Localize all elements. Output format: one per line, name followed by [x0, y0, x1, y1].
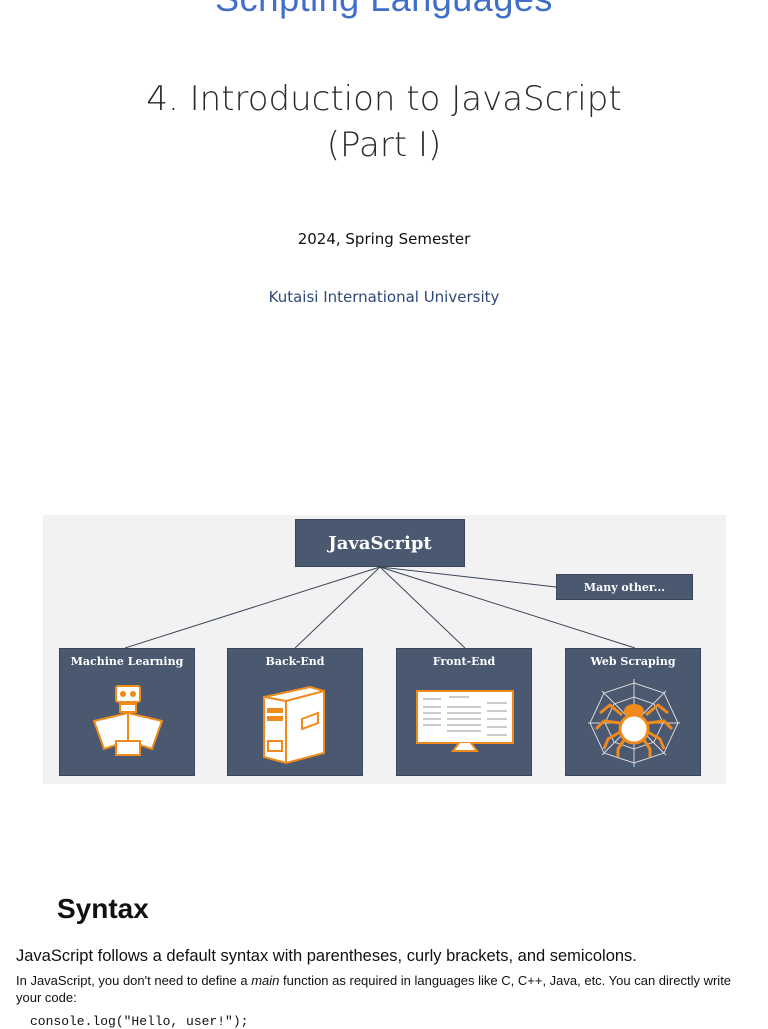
machine-learning-box: Machine Learning	[59, 648, 195, 776]
many-other-box: Many other...	[556, 574, 693, 600]
back-end-label: Back-End	[265, 655, 325, 668]
web-scraping-label: Web Scraping	[590, 655, 676, 668]
syntax-body-text-2: function as required in languages like C…	[16, 973, 732, 1005]
semester: 2024, Spring Semester	[297, 230, 471, 248]
syntax-body-text-1: In JavaScript, you don't need to define …	[16, 973, 252, 988]
connector-web-scraping	[379, 566, 636, 649]
web-scraping-box: Web Scraping	[565, 648, 701, 776]
robot-reading-icon	[92, 685, 164, 756]
back-end-box: Back-End	[227, 648, 363, 776]
front-end-label: Front-End	[432, 655, 496, 668]
machine-learning-label: Machine Learning	[70, 655, 184, 668]
syntax-heading: Syntax	[57, 893, 149, 924]
syntax-body-paragraph: In JavaScript, you don't need to define …	[16, 972, 756, 1006]
code-example: console.log("Hello, user!");	[30, 1014, 249, 1029]
lecture-title: 4. Introduction to JavaScript (Part I)	[0, 76, 768, 168]
syntax-lead-paragraph: JavaScript follows a default syntax with…	[16, 947, 637, 965]
lecture-title-line-1: 4. Introduction to JavaScript	[146, 79, 622, 119]
javascript-root-box: JavaScript	[295, 519, 465, 567]
connector-machine-learning	[124, 566, 381, 649]
front-end-box: Front-End	[396, 648, 532, 776]
spider-web-icon	[588, 679, 680, 767]
connector-back-end	[294, 566, 381, 649]
course-title: Scripting Languages	[0, 0, 768, 20]
server-tower-icon	[263, 685, 325, 765]
main-emphasis: main	[251, 973, 280, 988]
lecture-title-line-2: (Part I)	[326, 125, 442, 165]
javascript-uses-diagram: JavaScript Many other... Machine Learnin…	[43, 515, 726, 784]
university: Kutaisi International University	[268, 288, 500, 306]
diagram-connectors	[124, 566, 636, 649]
monitor-icon	[416, 690, 514, 752]
connector-many-other	[379, 566, 557, 588]
connector-front-end	[379, 566, 466, 649]
